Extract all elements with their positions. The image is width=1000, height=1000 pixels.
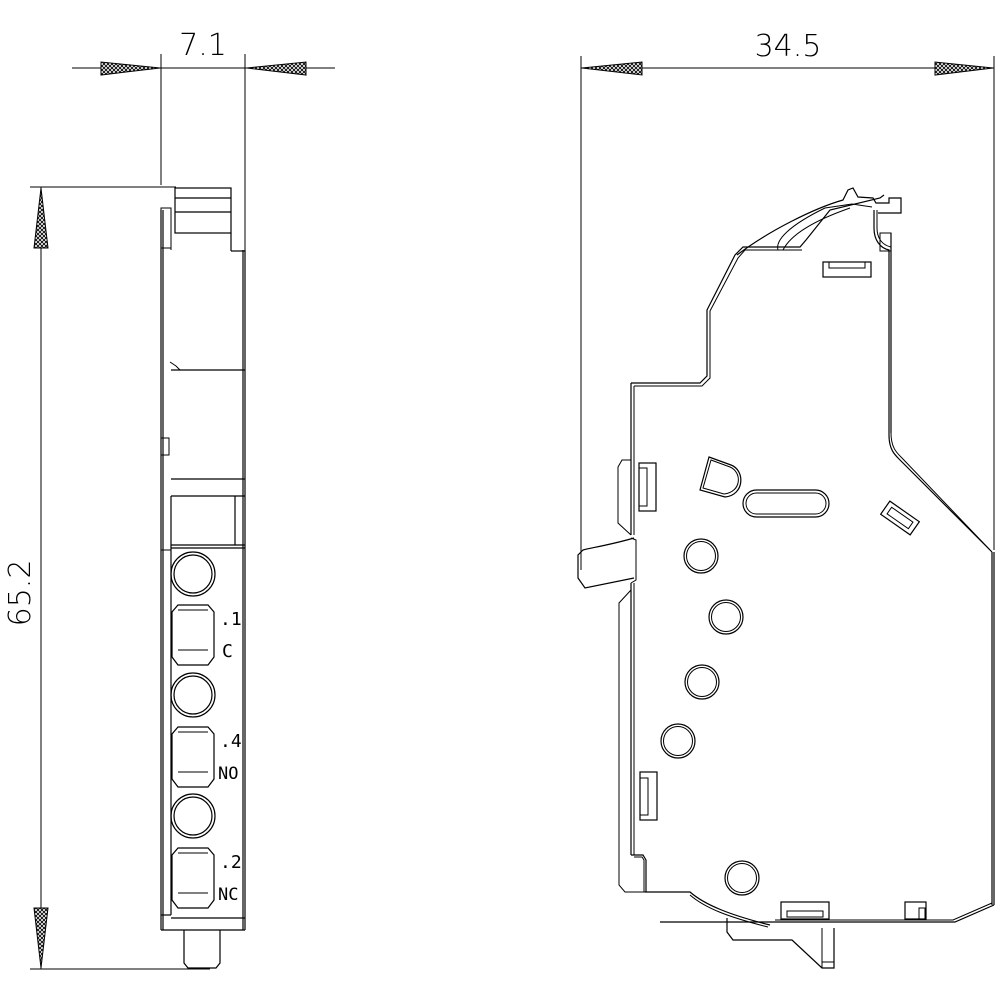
terminal-label-3: NC (218, 885, 238, 905)
round-hole-3 (684, 664, 720, 700)
screw-terminal-2 (170, 672, 216, 718)
terminal-number-3: .2 (220, 852, 242, 873)
dimension-label-width-front: 34.5 (755, 29, 822, 64)
dimension-arrow-icon (33, 187, 49, 249)
dimension-width-front: 34.5 (580, 29, 995, 570)
dimension-arrow-icon (33, 907, 49, 969)
dimension-width-side: 7.1 (72, 28, 335, 250)
terminal-number-1: .1 (220, 609, 242, 630)
dimension-height: 65.2 (3, 186, 210, 970)
slot-bottom-right (904, 901, 927, 920)
slot-left-upper (638, 462, 657, 512)
terminal-label-2: NO (218, 764, 238, 784)
side-view: .1 C .4 NO .2 NC (160, 187, 246, 969)
screw-terminal-3 (170, 793, 216, 839)
small-connector (879, 500, 921, 536)
round-hole-2 (708, 599, 744, 635)
terminal-label-1: C (222, 641, 233, 662)
slot-top (822, 261, 872, 278)
wire-entry-1 (171, 604, 215, 666)
front-view (577, 187, 995, 969)
round-hole-5 (724, 860, 760, 896)
wire-entry-2 (171, 726, 215, 788)
screw-terminal-1 (170, 551, 216, 597)
slot-bottom (780, 901, 830, 920)
dimension-label-height: 65.2 (3, 560, 38, 627)
oblong-slot (742, 489, 830, 518)
dimension-arrow-icon (934, 61, 994, 76)
round-hole-4 (660, 723, 696, 759)
dimension-arrow-icon (246, 61, 307, 76)
terminal-number-2: .4 (220, 731, 242, 752)
dimension-arrow-icon (581, 61, 643, 76)
wire-entry-3 (171, 847, 215, 909)
dimension-label-width-side: 7.1 (179, 28, 227, 63)
slot-left-lower (639, 771, 658, 821)
d-shaped-hole (699, 456, 742, 498)
round-hole-1 (683, 538, 719, 574)
dimension-arrow-icon (100, 61, 161, 76)
